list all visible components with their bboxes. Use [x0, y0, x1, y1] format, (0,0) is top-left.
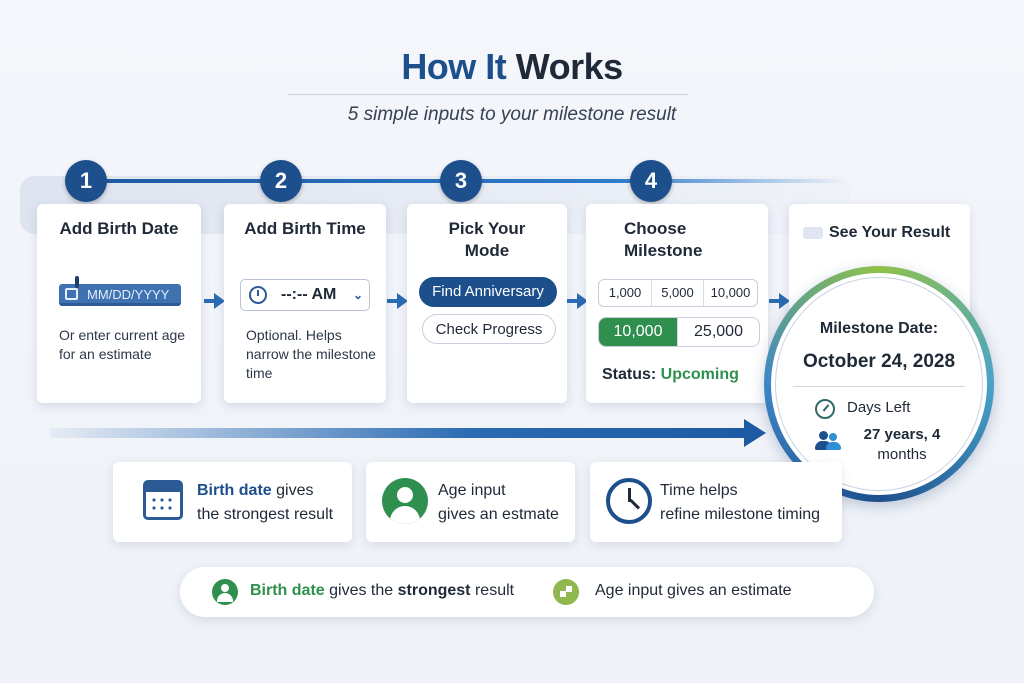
info-birth-date-line2: the strongest result — [197, 506, 334, 523]
card-choose-milestone: Choose Milestone 1,000 5,000 10,000 10,0… — [586, 204, 768, 403]
milestone-options-row1: 1,000 5,000 10,000 — [598, 279, 758, 307]
calendar-pin-icon — [75, 276, 79, 288]
calendar-icon — [143, 480, 183, 520]
birth-time-note: Optional. Helps narrow the milestone tim… — [246, 326, 376, 383]
card-add-birth-time: Add Birth Time --:-- AM ⌄ Optional. Help… — [224, 204, 386, 403]
legend-birth-date-highlight: Birth date — [250, 582, 325, 599]
card-title-mode-line1: Pick Your — [448, 219, 526, 238]
milestone-option-5000[interactable]: 5,000 — [651, 280, 703, 306]
result-divider — [793, 386, 965, 387]
milestone-options-row2: 10,000 25,000 — [598, 317, 760, 347]
title-part-works: Works — [515, 46, 623, 87]
result-heading-text: See Your Result — [829, 224, 951, 241]
estimate-icon — [553, 579, 579, 605]
card-title-milestone-line2: Milestone — [624, 241, 703, 260]
legend-birth-date-end: result — [470, 582, 515, 599]
card-add-birth-date: Add Birth Date MM/DD/YYYY Or enter curre… — [37, 204, 201, 403]
birth-time-note-line1: Optional. Helps — [246, 327, 342, 343]
info-card-birth-date: Birth date gives the strongest result — [113, 462, 352, 542]
days-left-label: Days Left — [847, 399, 911, 416]
info-card-age-input: Age input gives an estmate — [366, 462, 575, 542]
info-age-line1: Age input — [438, 482, 506, 499]
birth-date-note-line2: for an estimate — [59, 346, 152, 362]
birth-time-note-line3: time — [246, 365, 273, 381]
user-circle-icon — [212, 579, 238, 605]
status-label: Status: — [602, 366, 661, 383]
birth-date-input[interactable]: MM/DD/YYYY — [59, 276, 181, 306]
info-age-line2: gives an estmate — [438, 506, 559, 523]
info-birth-date-rest: gives — [271, 482, 314, 499]
calendar-icon — [65, 288, 78, 300]
card-title-birth-date: Add Birth Date — [59, 219, 179, 238]
result-circle-inner: Milestone Date: October 24, 2028 Days Le… — [771, 273, 987, 495]
birth-time-value: --:-- AM — [281, 286, 337, 303]
legend-birth-date-bold: strongest — [397, 582, 471, 599]
flow-arrow-1 — [204, 293, 225, 309]
user-circle-icon — [382, 478, 428, 524]
people-icon — [815, 431, 841, 451]
milestone-option-25000[interactable]: 25,000 — [677, 318, 759, 346]
title-part-how-it: How It — [401, 46, 516, 87]
title-divider — [288, 94, 688, 95]
birth-time-input[interactable]: --:-- AM ⌄ — [240, 279, 370, 311]
milestone-option-10000-selected[interactable]: 10,000 — [599, 318, 677, 346]
chevron-down-icon[interactable]: ⌄ — [352, 288, 363, 302]
flow-arrow-2 — [387, 293, 408, 309]
result-chip-icon — [803, 226, 823, 239]
result-circle-ring — [775, 277, 983, 491]
flow-arrow-4 — [769, 293, 790, 309]
info-birth-date-highlight: Birth date — [197, 482, 272, 499]
step-number-4: 4 — [630, 160, 672, 202]
step-number-2: 2 — [260, 160, 302, 202]
milestone-date-label: Milestone Date: — [819, 320, 939, 337]
result-flow-arrow — [50, 428, 750, 438]
info-time-line2: refine milestone timing — [660, 506, 821, 523]
birth-date-placeholder: MM/DD/YYYY — [87, 287, 170, 302]
step-number-1: 1 — [65, 160, 107, 202]
flow-arrow-3 — [567, 293, 588, 309]
milestone-option-10000[interactable]: 10,000 — [703, 280, 757, 306]
card-title-mode-line2: Mode — [464, 241, 510, 260]
card-title-milestone-line1: Choose — [624, 219, 687, 238]
card-title-milestone: Choose Milestone — [624, 218, 768, 262]
card-title-mode: Pick Your Mode — [407, 218, 567, 262]
info-time-line1: Time helps — [660, 482, 738, 499]
step-number-3: 3 — [440, 160, 482, 202]
gauge-icon — [815, 399, 835, 419]
find-anniversary-button[interactable]: Find Anniversary — [419, 277, 557, 307]
age-result-line2: months — [877, 446, 927, 463]
clock-icon — [249, 286, 267, 304]
card-pick-mode: Pick Your Mode Find Anniversary Check Pr… — [407, 204, 567, 403]
legend-age-input: Age input gives an estimate — [595, 582, 792, 599]
age-result-line1: 27 years, 4 — [863, 426, 941, 443]
clock-icon — [606, 478, 652, 524]
milestone-date-value: October 24, 2028 — [802, 351, 956, 372]
birth-date-note-line1: Or enter current age — [59, 327, 186, 343]
page-title: How It Works — [0, 46, 1024, 88]
result-heading: See Your Result — [803, 224, 950, 242]
card-title-birth-time: Add Birth Time — [244, 219, 366, 238]
milestone-status: Status: Upcoming — [602, 366, 739, 384]
check-progress-button[interactable]: Check Progress — [422, 314, 556, 344]
result-flow-arrow-head — [744, 419, 766, 447]
status-value: Upcoming — [660, 366, 739, 383]
birth-time-note-line2: narrow the milestone — [246, 346, 376, 362]
info-time-text: Time helps refine milestone timing — [660, 479, 820, 527]
info-age-text: Age input gives an estmate — [438, 479, 559, 527]
page-subtitle: 5 simple inputs to your milestone result — [347, 104, 677, 125]
milestone-option-1000[interactable]: 1,000 — [608, 285, 642, 300]
legend-bar: Birth date gives the strongest result Ag… — [180, 567, 874, 617]
legend-birth-date-mid: gives the — [324, 582, 398, 599]
info-card-time: Time helps refine milestone timing — [590, 462, 842, 542]
birth-date-note: Or enter current age for an estimate — [59, 326, 185, 364]
info-birth-date-text: Birth date gives the strongest result — [197, 479, 333, 527]
age-result: 27 years, 4 months — [847, 425, 957, 465]
legend-birth-date: Birth date gives the strongest result — [250, 582, 514, 600]
